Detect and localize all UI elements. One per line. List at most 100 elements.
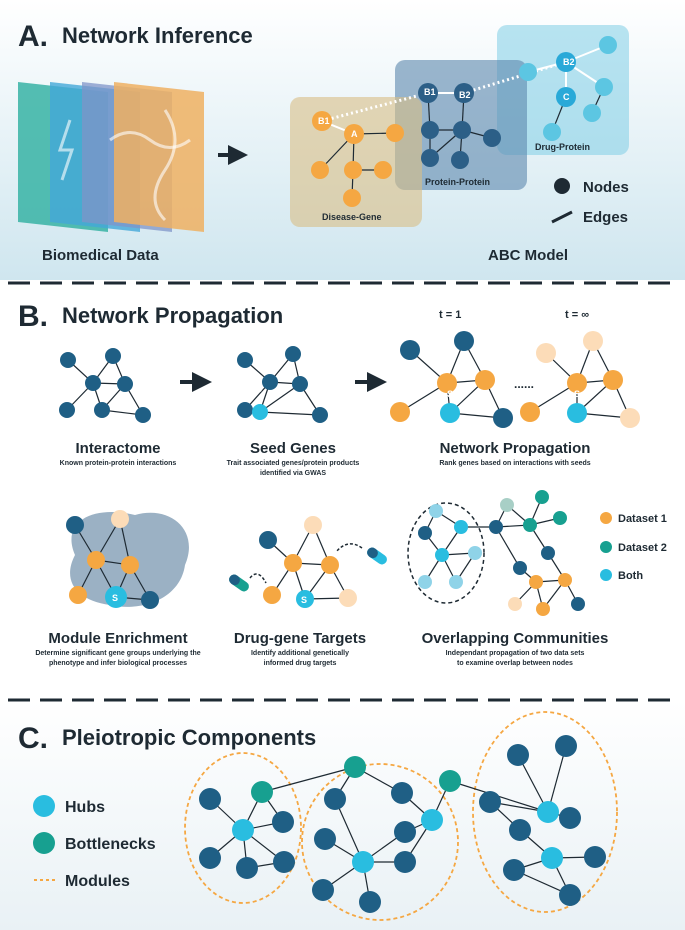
overlap-node <box>418 526 432 540</box>
seed-genes-edge <box>259 383 301 413</box>
propagation-tinf-node <box>583 331 603 351</box>
drug-gene-node <box>259 531 277 549</box>
propagation-tinf-node <box>520 402 540 422</box>
abc-nodes <box>311 36 617 207</box>
legend-edges-icon <box>551 210 573 224</box>
overlap-node <box>553 511 567 525</box>
legend-dataset1-label: Dataset 1 <box>618 513 667 525</box>
node-label-c: C <box>563 92 570 102</box>
panel-c-letter: C. <box>18 722 48 755</box>
protein-protein-node <box>451 151 469 169</box>
disease-gene-node <box>386 124 404 142</box>
drug-gene-node <box>263 586 281 604</box>
disease-gene-node <box>343 189 361 207</box>
overlap-node <box>523 518 537 532</box>
interactome-node <box>85 375 101 391</box>
pleiotropic-node <box>537 801 559 823</box>
panel-b-nodes <box>59 331 640 616</box>
pleiotropic-node <box>479 791 501 813</box>
node-label-b2: B2 <box>459 90 471 100</box>
panel-c-title: Pleiotropic Components <box>62 725 316 750</box>
overlap-node <box>536 602 550 616</box>
pleiotropic-edge <box>547 745 567 813</box>
interactome-node <box>94 402 110 418</box>
legend-hubs-dot <box>33 795 55 817</box>
drug-gene-node <box>339 589 357 607</box>
interactome-title: Interactome <box>75 440 160 457</box>
drug-gene-node <box>304 516 322 534</box>
pleiotropic-node <box>509 819 531 841</box>
module-outline-3 <box>472 711 618 913</box>
overlap-node <box>418 575 432 589</box>
lightning-icon <box>57 119 75 181</box>
biomedical-data-illustration <box>18 82 204 232</box>
legend-bottlenecks-label: Bottlenecks <box>65 836 156 853</box>
disease-gene-node <box>374 161 392 179</box>
interactome-node <box>105 348 121 364</box>
seed-label-3: S <box>574 389 580 399</box>
legend-dataset2-label: Dataset 2 <box>618 542 667 554</box>
legend-dataset2-dot <box>600 541 612 553</box>
seed-genes-node <box>262 374 278 390</box>
pleiotropic-node <box>391 782 413 804</box>
dna-icon <box>153 109 177 222</box>
drug-pill-right <box>367 547 387 565</box>
interactome-node <box>60 352 76 368</box>
module-enrichment-caption-2: phenotype and infer biological processes <box>49 660 187 667</box>
legend-both-label: Both <box>618 570 643 582</box>
overlap-node <box>529 575 543 589</box>
propagation-t1-node <box>390 402 410 422</box>
protein-protein-node <box>483 129 501 147</box>
seed-genes-node <box>252 404 268 420</box>
legend-hubs-label: Hubs <box>65 799 105 816</box>
pleiotropic-node <box>503 859 525 881</box>
drug-protein-node <box>599 36 617 54</box>
overlap-node <box>489 520 503 534</box>
disease-gene-node <box>312 111 332 131</box>
node-label-b1: B1 <box>424 87 436 97</box>
propagation-t1-node <box>475 370 495 390</box>
pleiotropic-node <box>236 857 258 879</box>
pleiotropic-node <box>439 770 461 792</box>
drug-gene-node <box>284 554 302 572</box>
legend-nodes-icon <box>554 178 570 194</box>
disease-gene-node <box>344 161 362 179</box>
drug-gene-title: Drug-gene Targets <box>234 630 366 647</box>
module-enrichment-caption-1: Determine significant gene groups underl… <box>35 650 200 657</box>
wave-icon <box>109 131 191 149</box>
module-enrichment-node <box>69 586 87 604</box>
label-t1: t = 1 <box>439 309 461 321</box>
legend-nodes-label: Nodes <box>583 179 629 196</box>
overlap-node <box>435 548 449 562</box>
interactome-node <box>135 407 151 423</box>
pleiotropic-node <box>541 847 563 869</box>
module-enrichment-node <box>111 510 129 528</box>
seed-genes-node <box>285 346 301 362</box>
interactome-caption: Known protein-protein interactions <box>60 460 177 467</box>
legend-dataset1-dot <box>600 512 612 524</box>
overlapping-caption-1: Independant propagation of two data sets <box>446 650 585 657</box>
module-outline-2 <box>301 763 459 921</box>
propagation-caption: Rank genes based on interactions with se… <box>439 460 590 467</box>
propagation-tinf-node <box>620 408 640 428</box>
pleiotropic-node <box>421 809 443 831</box>
protein-protein-node <box>421 149 439 167</box>
overlap-node <box>468 546 482 560</box>
overlapping-title: Overlapping Communities <box>422 630 609 647</box>
pleiotropic-edge <box>261 766 356 793</box>
propagation-tinf-node <box>567 373 587 393</box>
legend-modules-label: Modules <box>65 873 130 890</box>
pleiotropic-node <box>359 891 381 913</box>
overlap-node <box>454 520 468 534</box>
seed-genes-node <box>237 402 253 418</box>
pleiotropic-node <box>394 851 416 873</box>
module-enrichment-node <box>105 586 127 608</box>
pleiotropic-node <box>344 756 366 778</box>
overlap-community-outline <box>407 502 485 604</box>
pleiotropic-node <box>352 851 374 873</box>
label-tinf: t = ∞ <box>565 309 589 321</box>
overlap-node <box>429 504 443 518</box>
pleiotropic-node <box>555 735 577 757</box>
